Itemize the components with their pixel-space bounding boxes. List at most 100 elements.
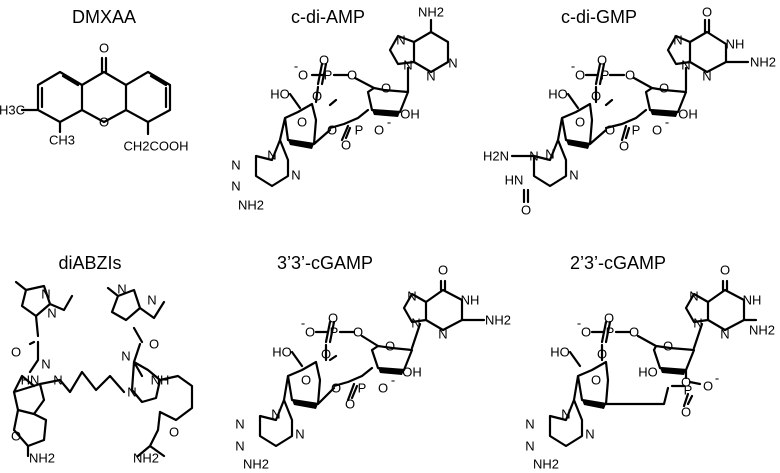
nitrogen: N xyxy=(117,282,126,297)
nitrogen: N xyxy=(448,56,457,71)
charge-sign: - xyxy=(665,115,669,130)
oxygen: O xyxy=(328,311,338,326)
oxygen: O xyxy=(381,81,391,96)
nitrogen: N xyxy=(438,327,447,342)
nitrogen: N xyxy=(569,168,578,183)
compound-name-dmxaa: DMXAA xyxy=(71,7,137,27)
nitrogen: N xyxy=(561,407,570,422)
carbonyl-oxygen: O xyxy=(702,5,712,20)
oxygen: O xyxy=(581,325,591,340)
nitrogen: N xyxy=(41,287,50,302)
nitrogen: N xyxy=(127,385,136,400)
carbonyl-oxygen: O xyxy=(11,429,21,444)
wedge-bond xyxy=(288,140,314,149)
oxygen: O xyxy=(625,68,635,83)
oxygen: O xyxy=(575,68,585,83)
nitrogen: N xyxy=(525,439,534,454)
oxygen: O xyxy=(619,139,629,154)
nitrogen: NH xyxy=(726,37,745,52)
hydroxyl-group: OH xyxy=(678,107,698,122)
amino-group: NH2 xyxy=(133,451,159,466)
oxygen: O xyxy=(321,347,331,362)
nitrogen: HN xyxy=(21,373,40,388)
carbonyl-oxygen: O xyxy=(521,203,531,218)
structure-diabzis: N N O N HN N O NH2 N N O N NH N O NH2 xyxy=(11,280,194,466)
hydroxyl-group: HO xyxy=(550,345,570,360)
nitrogen: N xyxy=(271,407,280,422)
wedge-bond xyxy=(650,110,678,117)
oxygen: O xyxy=(385,339,395,354)
bond-lines xyxy=(548,279,758,448)
structure-c-di-gmp: O N NH N N NH2 O O O O P OH O O HO O P O… xyxy=(483,5,776,218)
methyl-group: CH3 xyxy=(49,133,75,148)
oxygen: O xyxy=(663,339,673,354)
oxygen: O xyxy=(591,373,601,388)
oxygen: O xyxy=(575,115,585,130)
charge-sign: - xyxy=(577,316,581,331)
wedge-bond xyxy=(582,400,606,409)
compound-name-diabzis: diABZIs xyxy=(58,253,122,273)
amino-group: NH2 xyxy=(29,451,55,466)
oxygen: O xyxy=(681,375,691,390)
nitrogen: N xyxy=(235,417,244,432)
wedge-bond xyxy=(660,368,686,375)
nitrogen: N xyxy=(673,33,682,48)
amino-group: NH2 xyxy=(533,457,559,472)
nitrogen: N xyxy=(231,158,240,173)
amino-group: NH2 xyxy=(238,198,264,213)
hydroxyl-group: HO xyxy=(272,345,292,360)
charge-sign: - xyxy=(387,115,391,130)
nitrogen: N xyxy=(702,69,711,84)
acetic-acid-group: CH2COOH xyxy=(123,139,188,154)
bond-lines xyxy=(20,56,172,136)
oxygen: O xyxy=(341,138,351,153)
oxygen: O xyxy=(319,53,329,68)
amino-group: NH2 xyxy=(750,55,776,70)
oxygen: O xyxy=(591,89,601,104)
oxygen: O xyxy=(345,397,355,412)
structure-3-3-cgamp: O N NH N N NH2 O O O O P OH O O HO O P O… xyxy=(235,263,511,472)
bond-lines xyxy=(510,18,750,204)
nitrogen: N xyxy=(720,327,729,342)
oxygen: O xyxy=(298,68,308,83)
amino-group: NH2 xyxy=(749,323,775,338)
nitrogen: N xyxy=(525,417,534,432)
nitrogen: N xyxy=(407,289,416,304)
phosphorus: P xyxy=(355,123,364,138)
wedge-bond xyxy=(292,400,318,409)
oxygen: O xyxy=(331,381,341,396)
oxygen: O xyxy=(629,325,639,340)
nitrogen: N xyxy=(231,179,240,194)
nitrogen: N xyxy=(529,149,538,164)
phosphorus: P xyxy=(684,383,693,398)
wedge-bond xyxy=(378,368,404,375)
charge-sign: - xyxy=(715,371,719,386)
compound-name-3-3-cgamp: 3’3’-cGAMP xyxy=(276,253,374,273)
phosphorus: P xyxy=(330,325,339,340)
amino-group: NH2 xyxy=(243,457,269,472)
methyl-group: H3C xyxy=(0,103,25,118)
nitrogen: N xyxy=(147,293,156,308)
wedge-bond xyxy=(372,110,400,117)
compound-name-c-di-amp: c-di-AMP xyxy=(290,7,366,27)
structure-c-di-amp: NH2 N N N N O O O O P OH O O HO O P O O … xyxy=(231,5,457,213)
nitrogen: N xyxy=(41,357,50,372)
amino-group: NH2 xyxy=(485,313,511,328)
charge-sign: - xyxy=(294,59,298,74)
oxygen: O xyxy=(374,123,384,138)
hydroxyl-group: HO xyxy=(548,87,568,102)
oxygen: O xyxy=(652,123,662,138)
oxygen: O xyxy=(604,311,614,326)
carbonyl-oxygen: O xyxy=(169,425,179,440)
oxygen: O xyxy=(378,381,388,396)
oxygen: O xyxy=(703,379,713,394)
oxygen: O xyxy=(347,68,357,83)
compound-name-c-di-gmp: c-di-GMP xyxy=(561,7,637,27)
oxygen: O xyxy=(605,123,615,138)
compound-name-2-3-cgamp: 2’3’-cGAMP xyxy=(569,253,667,273)
oxygen: O xyxy=(297,115,307,130)
nitrogen: N xyxy=(426,69,435,84)
carbonyl-oxygen: O xyxy=(11,345,21,360)
